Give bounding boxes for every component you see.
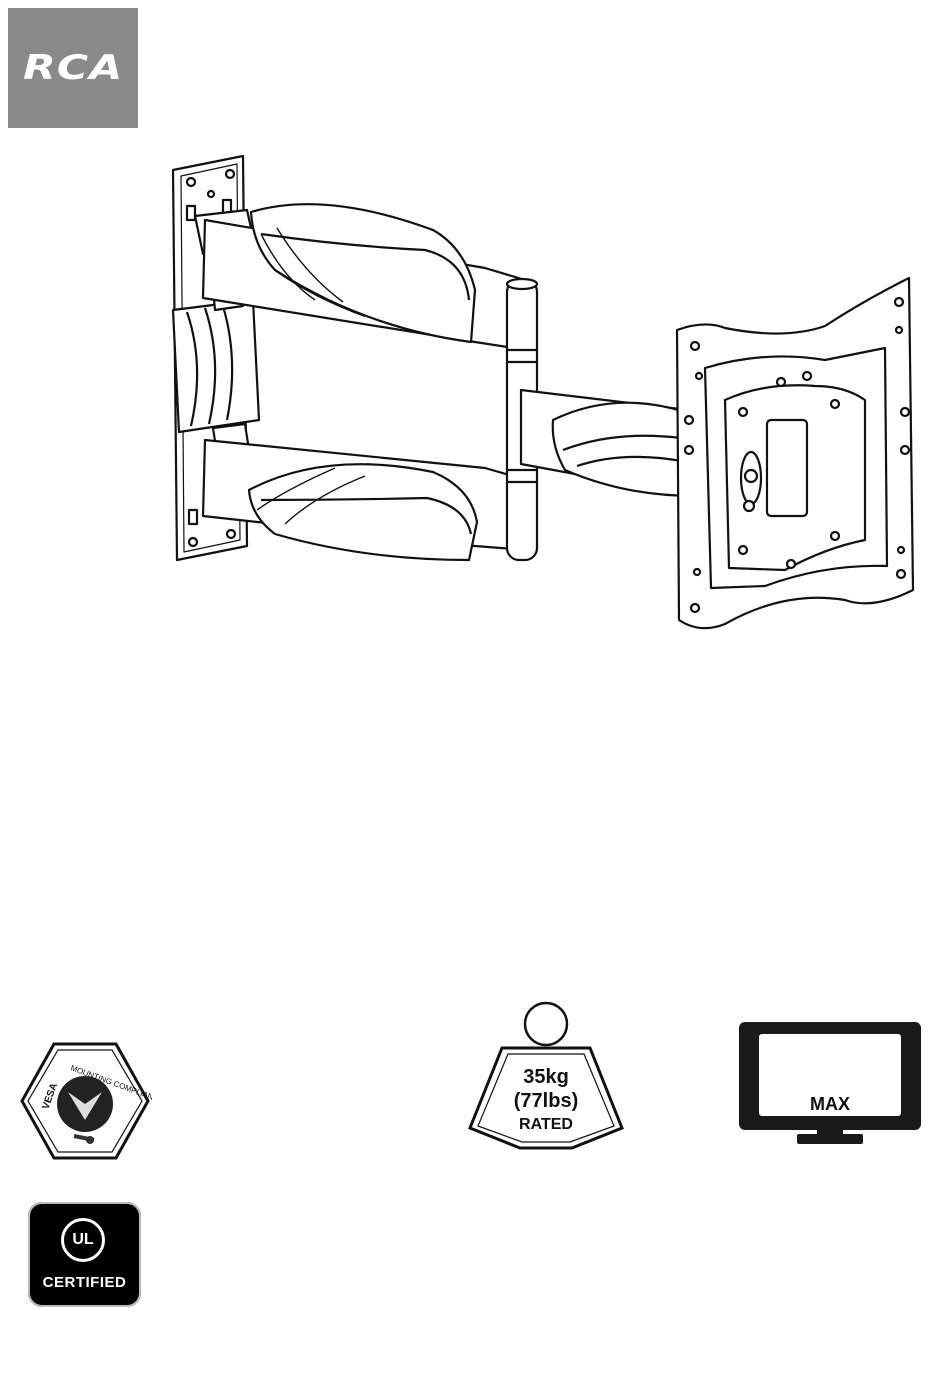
wall-mount-illustration bbox=[165, 150, 925, 680]
brand-logo-text: RCA bbox=[23, 48, 124, 88]
tv-max-label: MAX bbox=[737, 1094, 923, 1115]
vesa-compliant-badge: VESA MOUNTING COMPLIANT bbox=[18, 1040, 152, 1162]
brand-logo: RCA bbox=[8, 8, 138, 128]
ul-mark: UL bbox=[61, 1218, 105, 1262]
weight-rated-text: RATED bbox=[468, 1116, 624, 1134]
weight-kg-text: 35kg bbox=[468, 1066, 624, 1089]
tv-max-size-icon bbox=[737, 1020, 923, 1146]
ul-certified-badge: UL CERTIFIED bbox=[28, 1202, 141, 1307]
weight-lbs-text: (77lbs) bbox=[468, 1090, 624, 1113]
ul-certified-label: CERTIFIED bbox=[28, 1274, 141, 1291]
